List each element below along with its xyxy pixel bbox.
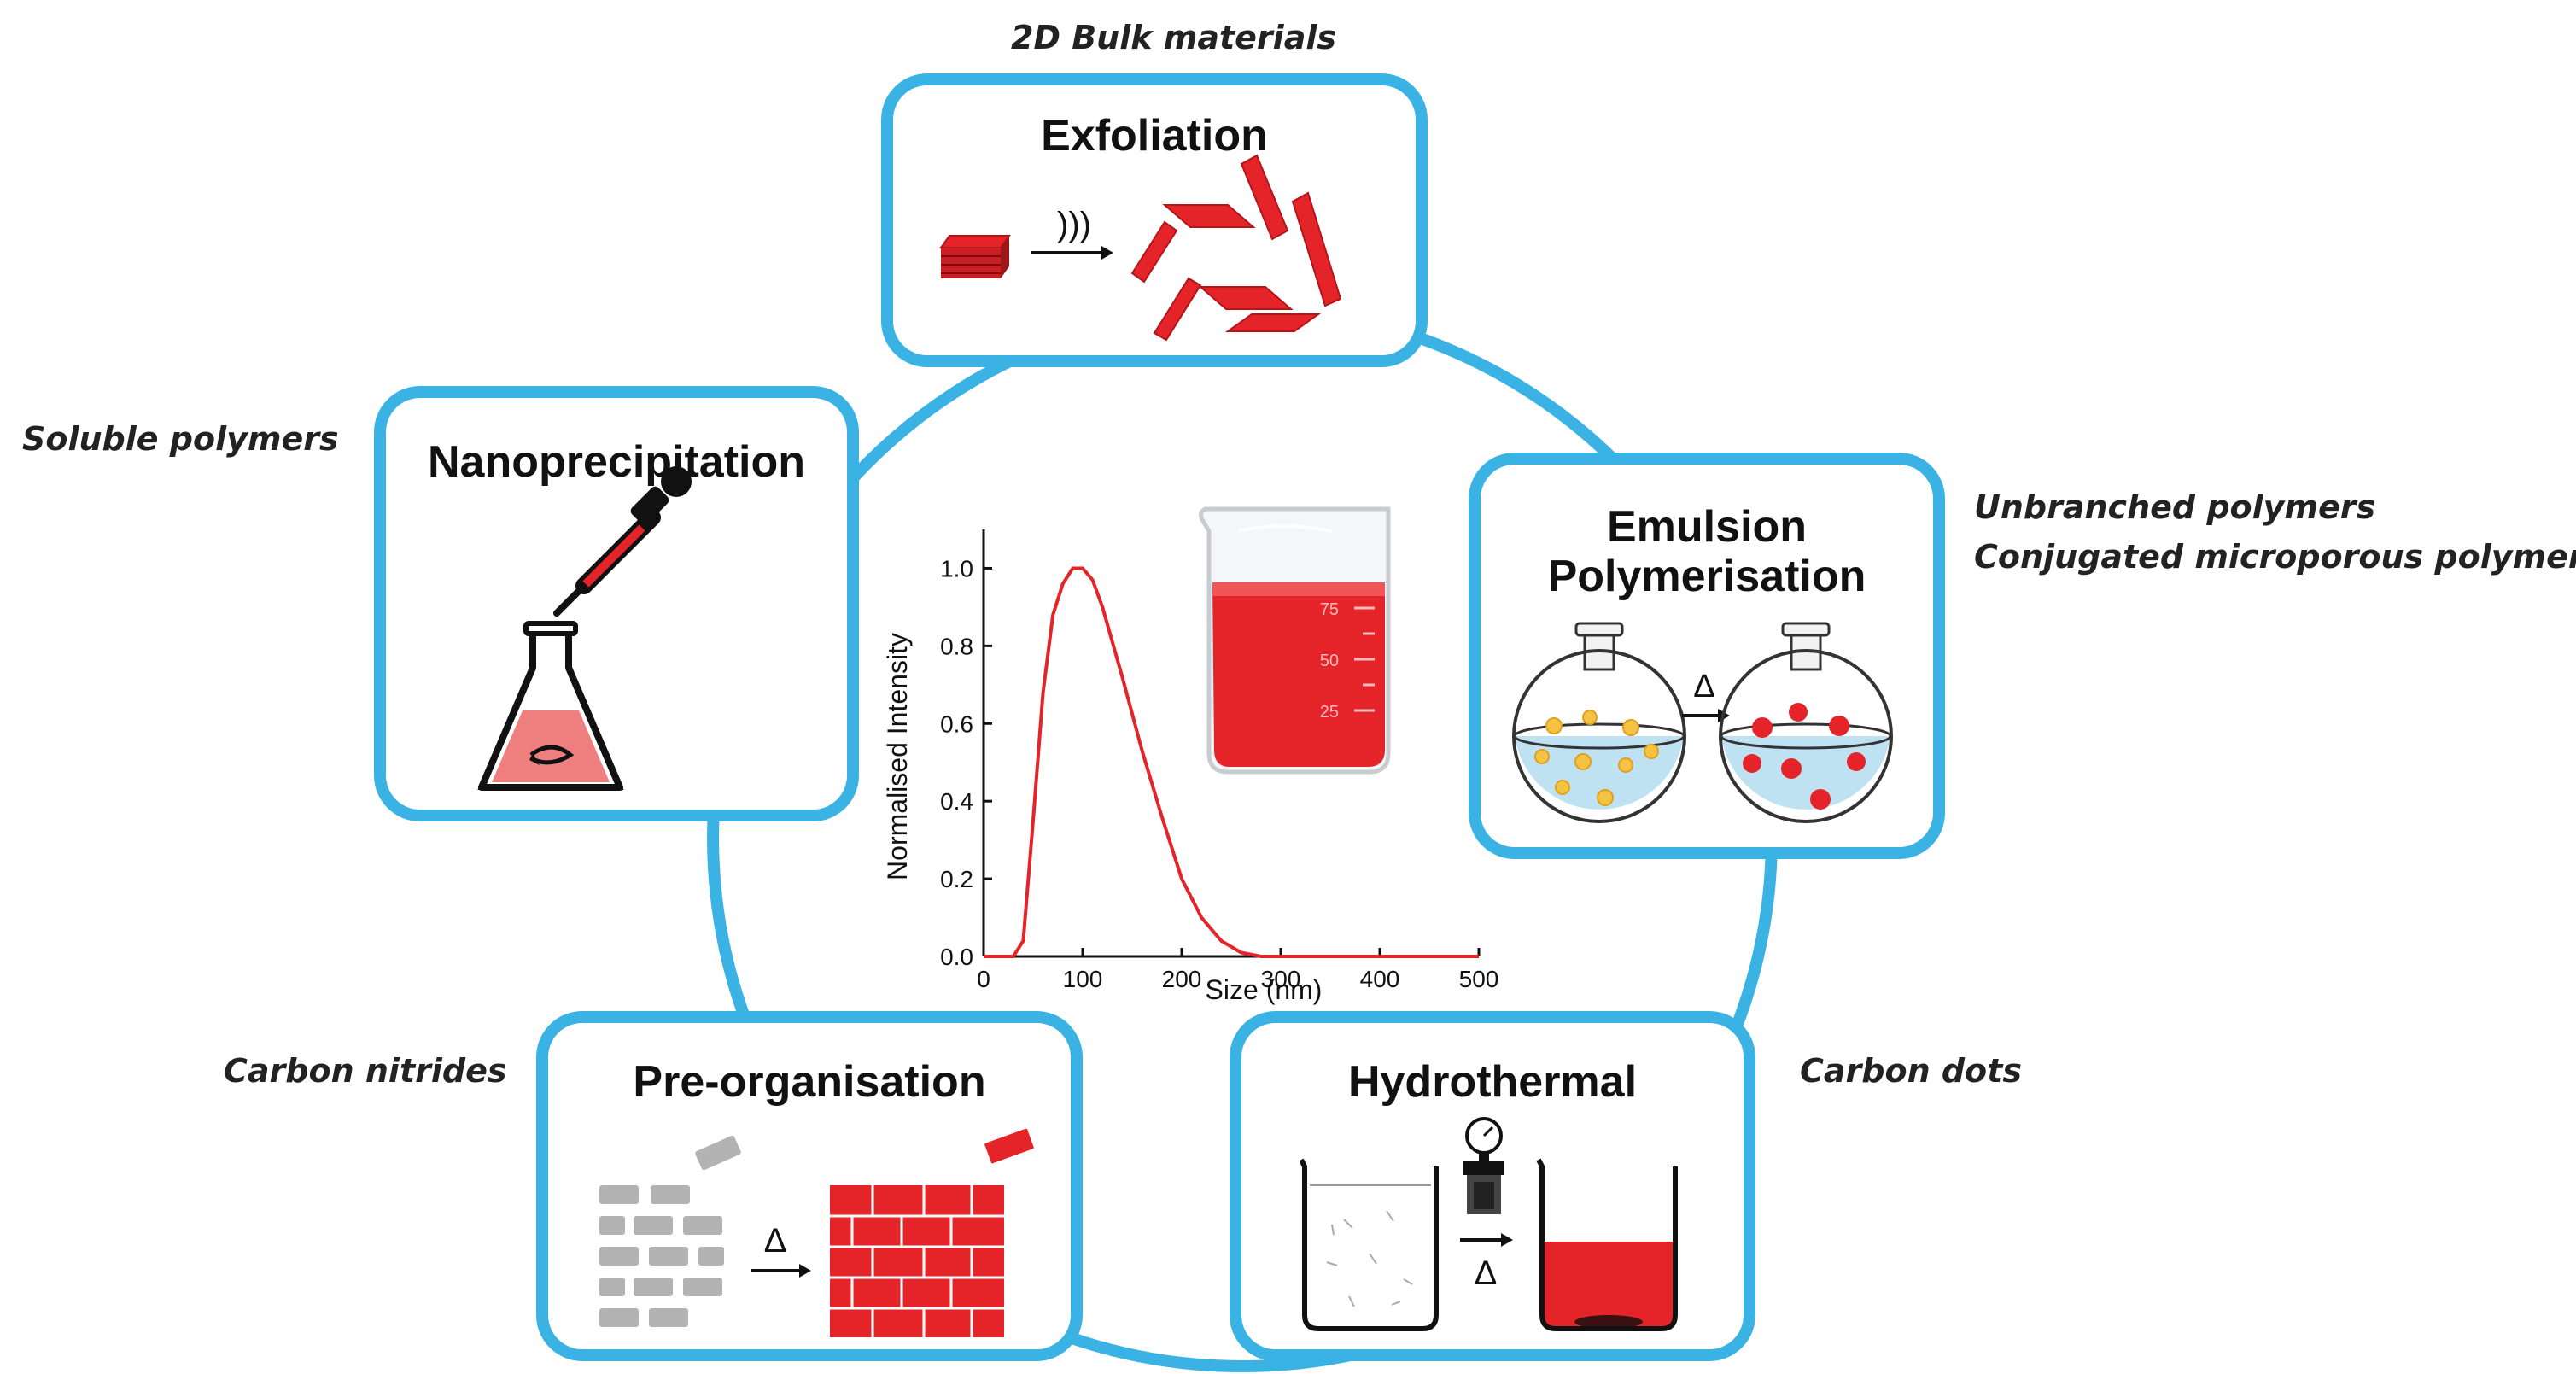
arrow-icon — [1460, 1233, 1513, 1247]
x-tick-label: 400 — [1360, 966, 1400, 992]
emulsion-title-line1: Emulsion — [1606, 502, 1808, 552]
heat-symbol-preorganisation: Δ — [764, 1222, 787, 1260]
grey-bricks-icon — [599, 1135, 741, 1327]
arrow-icon — [1031, 246, 1113, 260]
red-brick-wall-icon — [830, 1126, 1037, 1337]
beaker-mark-75: 75 — [1320, 600, 1339, 619]
x-axis-label: Size (nm) — [1206, 974, 1323, 1005]
layered-crystal-icon — [939, 235, 1011, 278]
beaker-mark-50: 50 — [1320, 652, 1339, 670]
label-soluble-polymers: Soluble polymers — [22, 420, 339, 458]
arrow-icon — [751, 1264, 811, 1278]
heat-symbol-emulsion: Δ — [1693, 669, 1714, 705]
series-line — [984, 566, 1479, 958]
y-tick-label: 0.8 — [940, 633, 973, 659]
label-carbon-dots: Carbon dots — [1800, 1052, 2022, 1090]
nanoprecipitation-box: Nanoprecipitation — [374, 386, 859, 821]
emulsion-illustration: Δ — [1512, 622, 1893, 823]
x-tick-label: 200 — [1162, 966, 1202, 992]
hydrothermal-illustration: Δ — [1299, 1117, 1678, 1331]
exfoliation-box: Exfoliation ))) — [881, 73, 1428, 367]
y-tick-label: 1.0 — [940, 555, 973, 582]
beaker-mark-25: 25 — [1320, 703, 1339, 722]
label-2d-bulk-materials: 2D Bulk materials — [1011, 19, 1336, 56]
sonication-symbol: ))) — [1057, 206, 1091, 243]
y-tick-label: 0.2 — [940, 866, 973, 892]
label-conjugated-microporous-polymers: Conjugated microporous polymers — [1974, 538, 2576, 576]
hydrothermal-box: Hydrothermal Δ — [1230, 1011, 1755, 1361]
erlenmeyer-flask-icon — [477, 621, 624, 791]
nanoprecipitation-title: Nanoprecipitation — [427, 437, 806, 487]
preorganisation-box: Pre-organisation Δ — [536, 1011, 1083, 1361]
autoclave-icon — [1463, 1117, 1504, 1214]
heat-symbol-hydrothermal: Δ — [1475, 1254, 1498, 1292]
chart-ticks: 0 100 200 300 400 500 0.0 0.2 0.4 0.6 0.8 1.0 — [940, 555, 1498, 992]
hydrothermal-title: Hydrothermal — [1347, 1057, 1638, 1107]
dropper-icon — [553, 466, 692, 617]
y-axis-label: Normalised Intensity — [882, 633, 913, 880]
x-tick-label: 300 — [1261, 966, 1301, 992]
emulsion-title-line2: Polymerisation — [1547, 552, 1866, 601]
emulsion-polymerisation-box: Emulsion Polymerisation Δ — [1469, 453, 1945, 859]
x-tick-label: 500 — [1459, 966, 1499, 992]
y-tick-label: 0.0 — [940, 944, 973, 970]
beaker-with-precursor-icon — [1299, 1158, 1439, 1331]
round-bottom-flask-before-icon — [1512, 622, 1686, 823]
x-tick-label: 100 — [1063, 966, 1103, 992]
exfoliated-sheets-icon — [1130, 154, 1342, 342]
red-solution-beaker-icon: 75 50 25 — [1199, 506, 1391, 775]
y-tick-label: 0.6 — [940, 710, 973, 737]
nanoprecipitation-illustration — [477, 466, 692, 791]
round-bottom-flask-after-icon — [1719, 622, 1893, 823]
preorganisation-illustration: Δ — [599, 1126, 1037, 1337]
x-tick-label: 0 — [977, 966, 990, 992]
label-carbon-nitrides: Carbon nitrides — [224, 1052, 507, 1090]
size-distribution-chart: 0 100 200 300 400 500 0.0 0.2 0.4 0.6 0.8 1.0 Size … — [882, 529, 1498, 1005]
exfoliation-title: Exfoliation — [1041, 111, 1268, 161]
y-tick-label: 0.4 — [940, 788, 973, 815]
label-unbranched-polymers: Unbranched polymers — [1974, 488, 2376, 526]
exfoliation-illustration: ))) — [939, 154, 1342, 342]
preorganisation-title: Pre-organisation — [633, 1057, 986, 1107]
beaker-with-carbon-dots-icon — [1536, 1158, 1678, 1331]
